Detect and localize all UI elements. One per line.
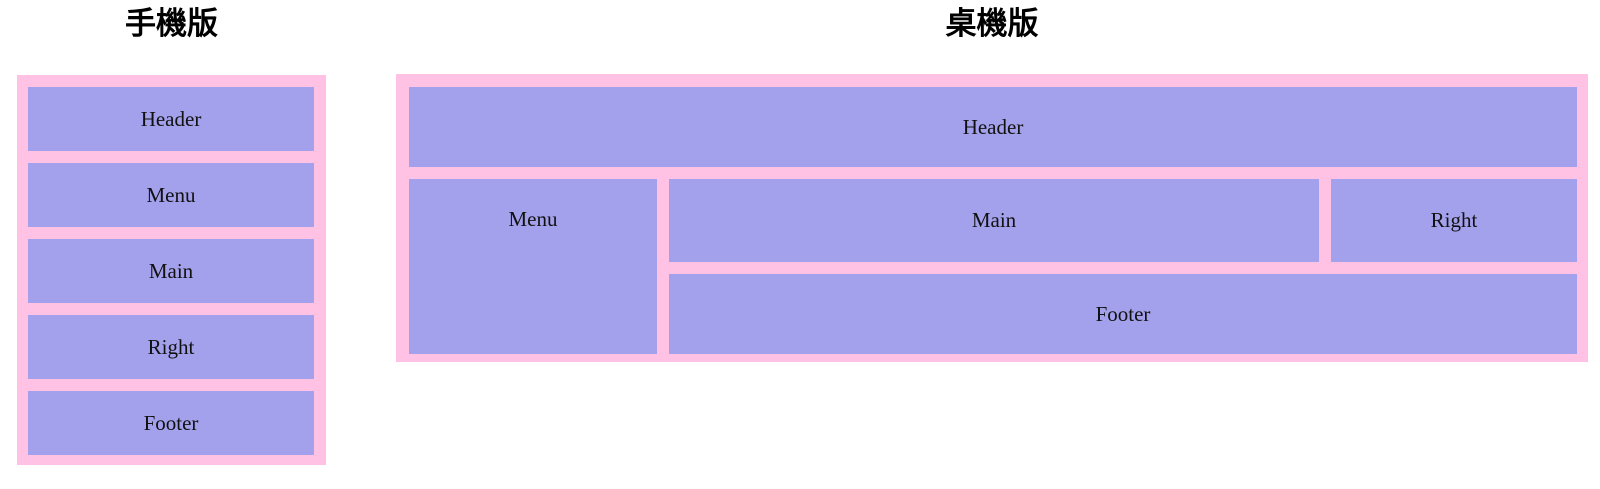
desktop-layout-title: 桌機版 [945, 6, 1039, 41]
mobile-right-box: Right [28, 315, 314, 379]
desktop-header-box: Header [409, 87, 1577, 167]
mobile-menu-box: Menu [28, 163, 314, 227]
desktop-layout-container: Header Menu Main Right Footer [396, 74, 1588, 362]
desktop-menu-box: Menu [409, 179, 657, 354]
mobile-layout-title: 手機版 [125, 6, 218, 41]
mobile-layout-container: Header Menu Main Right Footer [17, 75, 326, 465]
mobile-footer-box: Footer [28, 391, 314, 455]
desktop-footer-box: Footer [669, 274, 1577, 354]
desktop-main-box: Main [669, 179, 1319, 262]
desktop-right-box: Right [1331, 179, 1577, 262]
mobile-main-box: Main [28, 239, 314, 303]
mobile-header-box: Header [28, 87, 314, 151]
